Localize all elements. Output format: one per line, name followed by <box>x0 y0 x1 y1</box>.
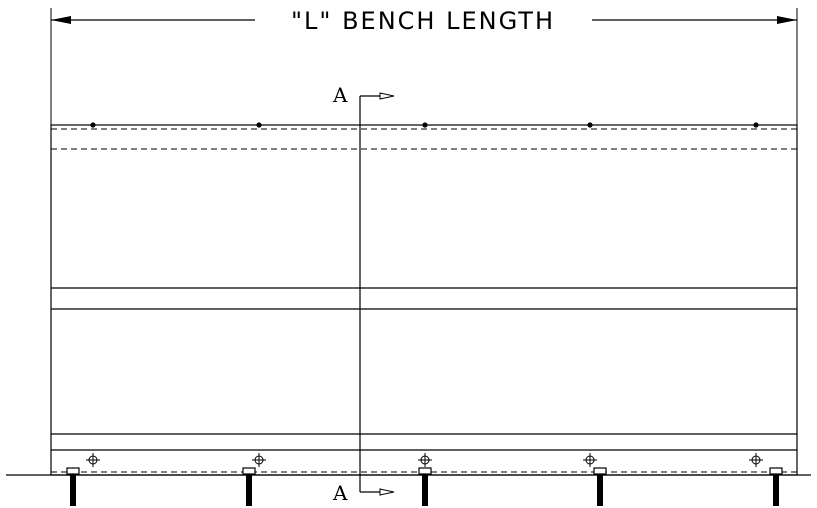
bolt-target-icon <box>749 453 763 467</box>
bolt-target-icon <box>583 453 597 467</box>
length-dimension: "L" BENCH LENGTH <box>50 7 798 125</box>
bolt-targets <box>86 453 763 467</box>
section-cut: A A <box>332 83 395 505</box>
bench-outline <box>50 124 798 476</box>
anchor-bolt-icon <box>593 467 607 506</box>
section-label-top: A <box>332 83 348 107</box>
section-bottom-arrow-icon <box>379 488 395 496</box>
anchor-bolts <box>66 467 783 506</box>
top-fastener-dot <box>90 122 96 128</box>
anchor-bolt-icon <box>242 467 256 506</box>
bolt-target-icon <box>252 453 266 467</box>
left-arrow-icon <box>51 16 71 24</box>
top-fastener-dot <box>753 122 759 128</box>
top-fastener-dot <box>587 122 593 128</box>
anchor-bolt-icon <box>769 467 783 506</box>
anchor-bolt-icon <box>66 467 80 506</box>
dimension-label: "L" BENCH LENGTH <box>291 7 555 35</box>
right-arrow-icon <box>777 16 797 24</box>
section-label-bottom: A <box>332 481 348 505</box>
bolt-target-icon <box>418 453 432 467</box>
top-fastener-dot <box>256 122 262 128</box>
anchor-bolt-icon <box>418 467 432 506</box>
section-top-arrow-icon <box>379 92 395 100</box>
top-fasteners <box>90 122 759 128</box>
bench-frame <box>50 124 798 476</box>
bolt-target-icon <box>86 453 100 467</box>
top-fastener-dot <box>422 122 428 128</box>
